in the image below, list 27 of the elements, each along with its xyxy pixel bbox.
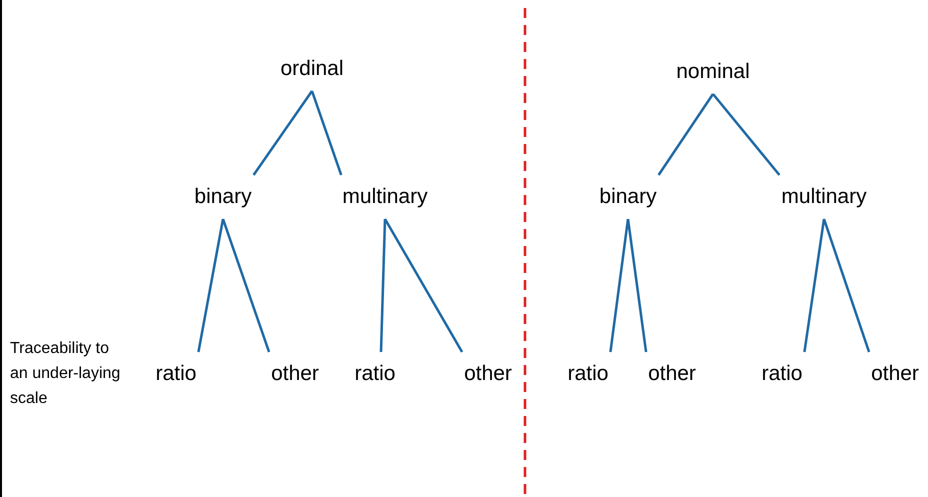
tree-branch-line (822, 218, 870, 352)
category-label: ordinal (278, 55, 346, 83)
row-label: Traceability to an under-laying scale (10, 339, 122, 409)
tree-branch-line (803, 218, 826, 352)
category-label: other (269, 360, 321, 388)
tree-branch-line (609, 218, 630, 352)
category-label: ratio (352, 360, 398, 388)
tree-branch-line (252, 90, 314, 176)
category-label: nominal (674, 58, 752, 86)
category-label: ratio (154, 360, 198, 388)
tree-branch-line (712, 93, 780, 176)
tree-branch-line (658, 93, 714, 176)
category-label: ratio (566, 360, 610, 388)
tree-branch-line (626, 218, 648, 352)
category-label: multinary (779, 183, 869, 211)
tree-branch-line (222, 218, 270, 352)
tree-branch-line (197, 218, 224, 352)
category-label: other (646, 360, 698, 388)
tree-branch-line (310, 90, 342, 176)
category-label: other (869, 360, 921, 388)
tree-branch-line (384, 218, 464, 353)
category-label: binary (597, 183, 659, 211)
category-label: other (462, 360, 514, 388)
tree-branch-line (380, 218, 386, 352)
category-label: multinary (340, 183, 430, 211)
category-label: binary (192, 183, 254, 211)
category-label: ratio (760, 360, 804, 388)
